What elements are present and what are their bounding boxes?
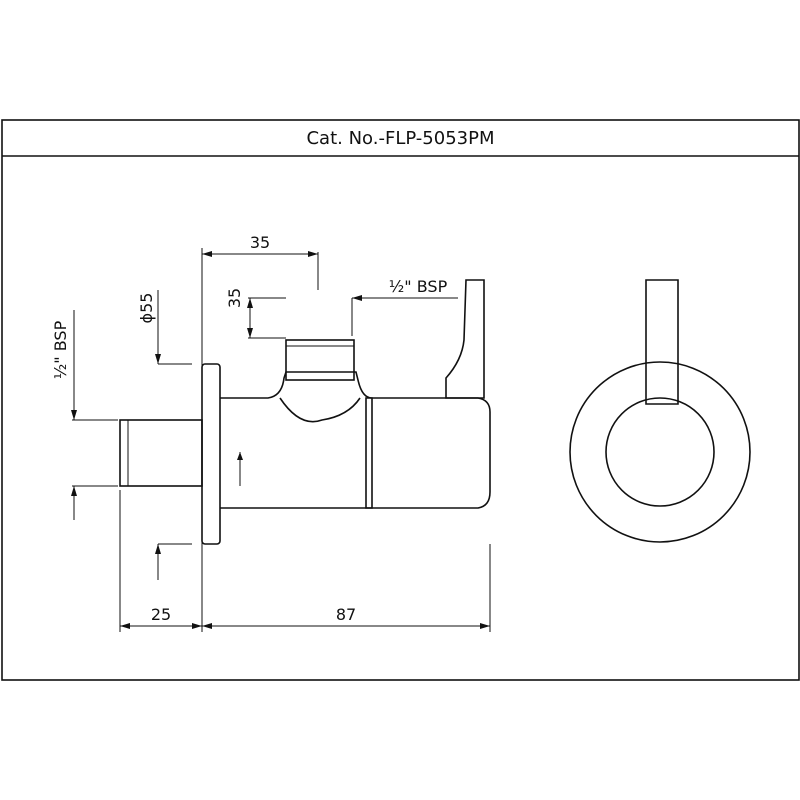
dim-top-width: 35 xyxy=(250,233,270,252)
drawing-frame xyxy=(1,119,800,681)
lever-handle xyxy=(445,279,485,399)
outlet-thread-label: ½" BSP xyxy=(389,277,448,296)
outlet-cup xyxy=(279,397,361,423)
outlet-stub xyxy=(285,339,355,381)
valve-head xyxy=(365,397,491,509)
dim-outlet-height: 35 xyxy=(225,288,244,308)
catalog-title: Cat. No.-FLP-5053PM xyxy=(306,127,495,149)
inlet-thread-label: ½" BSP xyxy=(51,320,70,379)
valve-body xyxy=(220,371,373,509)
front-view-outer-ring xyxy=(569,361,751,543)
inlet-nipple xyxy=(119,419,203,487)
dim-inlet-length: 25 xyxy=(151,605,171,624)
wall-flange xyxy=(201,363,221,545)
dim-flange-diameter: ϕ55 xyxy=(137,293,156,324)
front-view-inner-ring xyxy=(605,397,715,507)
dim-body-length: 87 xyxy=(336,605,356,624)
front-view-lever xyxy=(645,279,679,405)
